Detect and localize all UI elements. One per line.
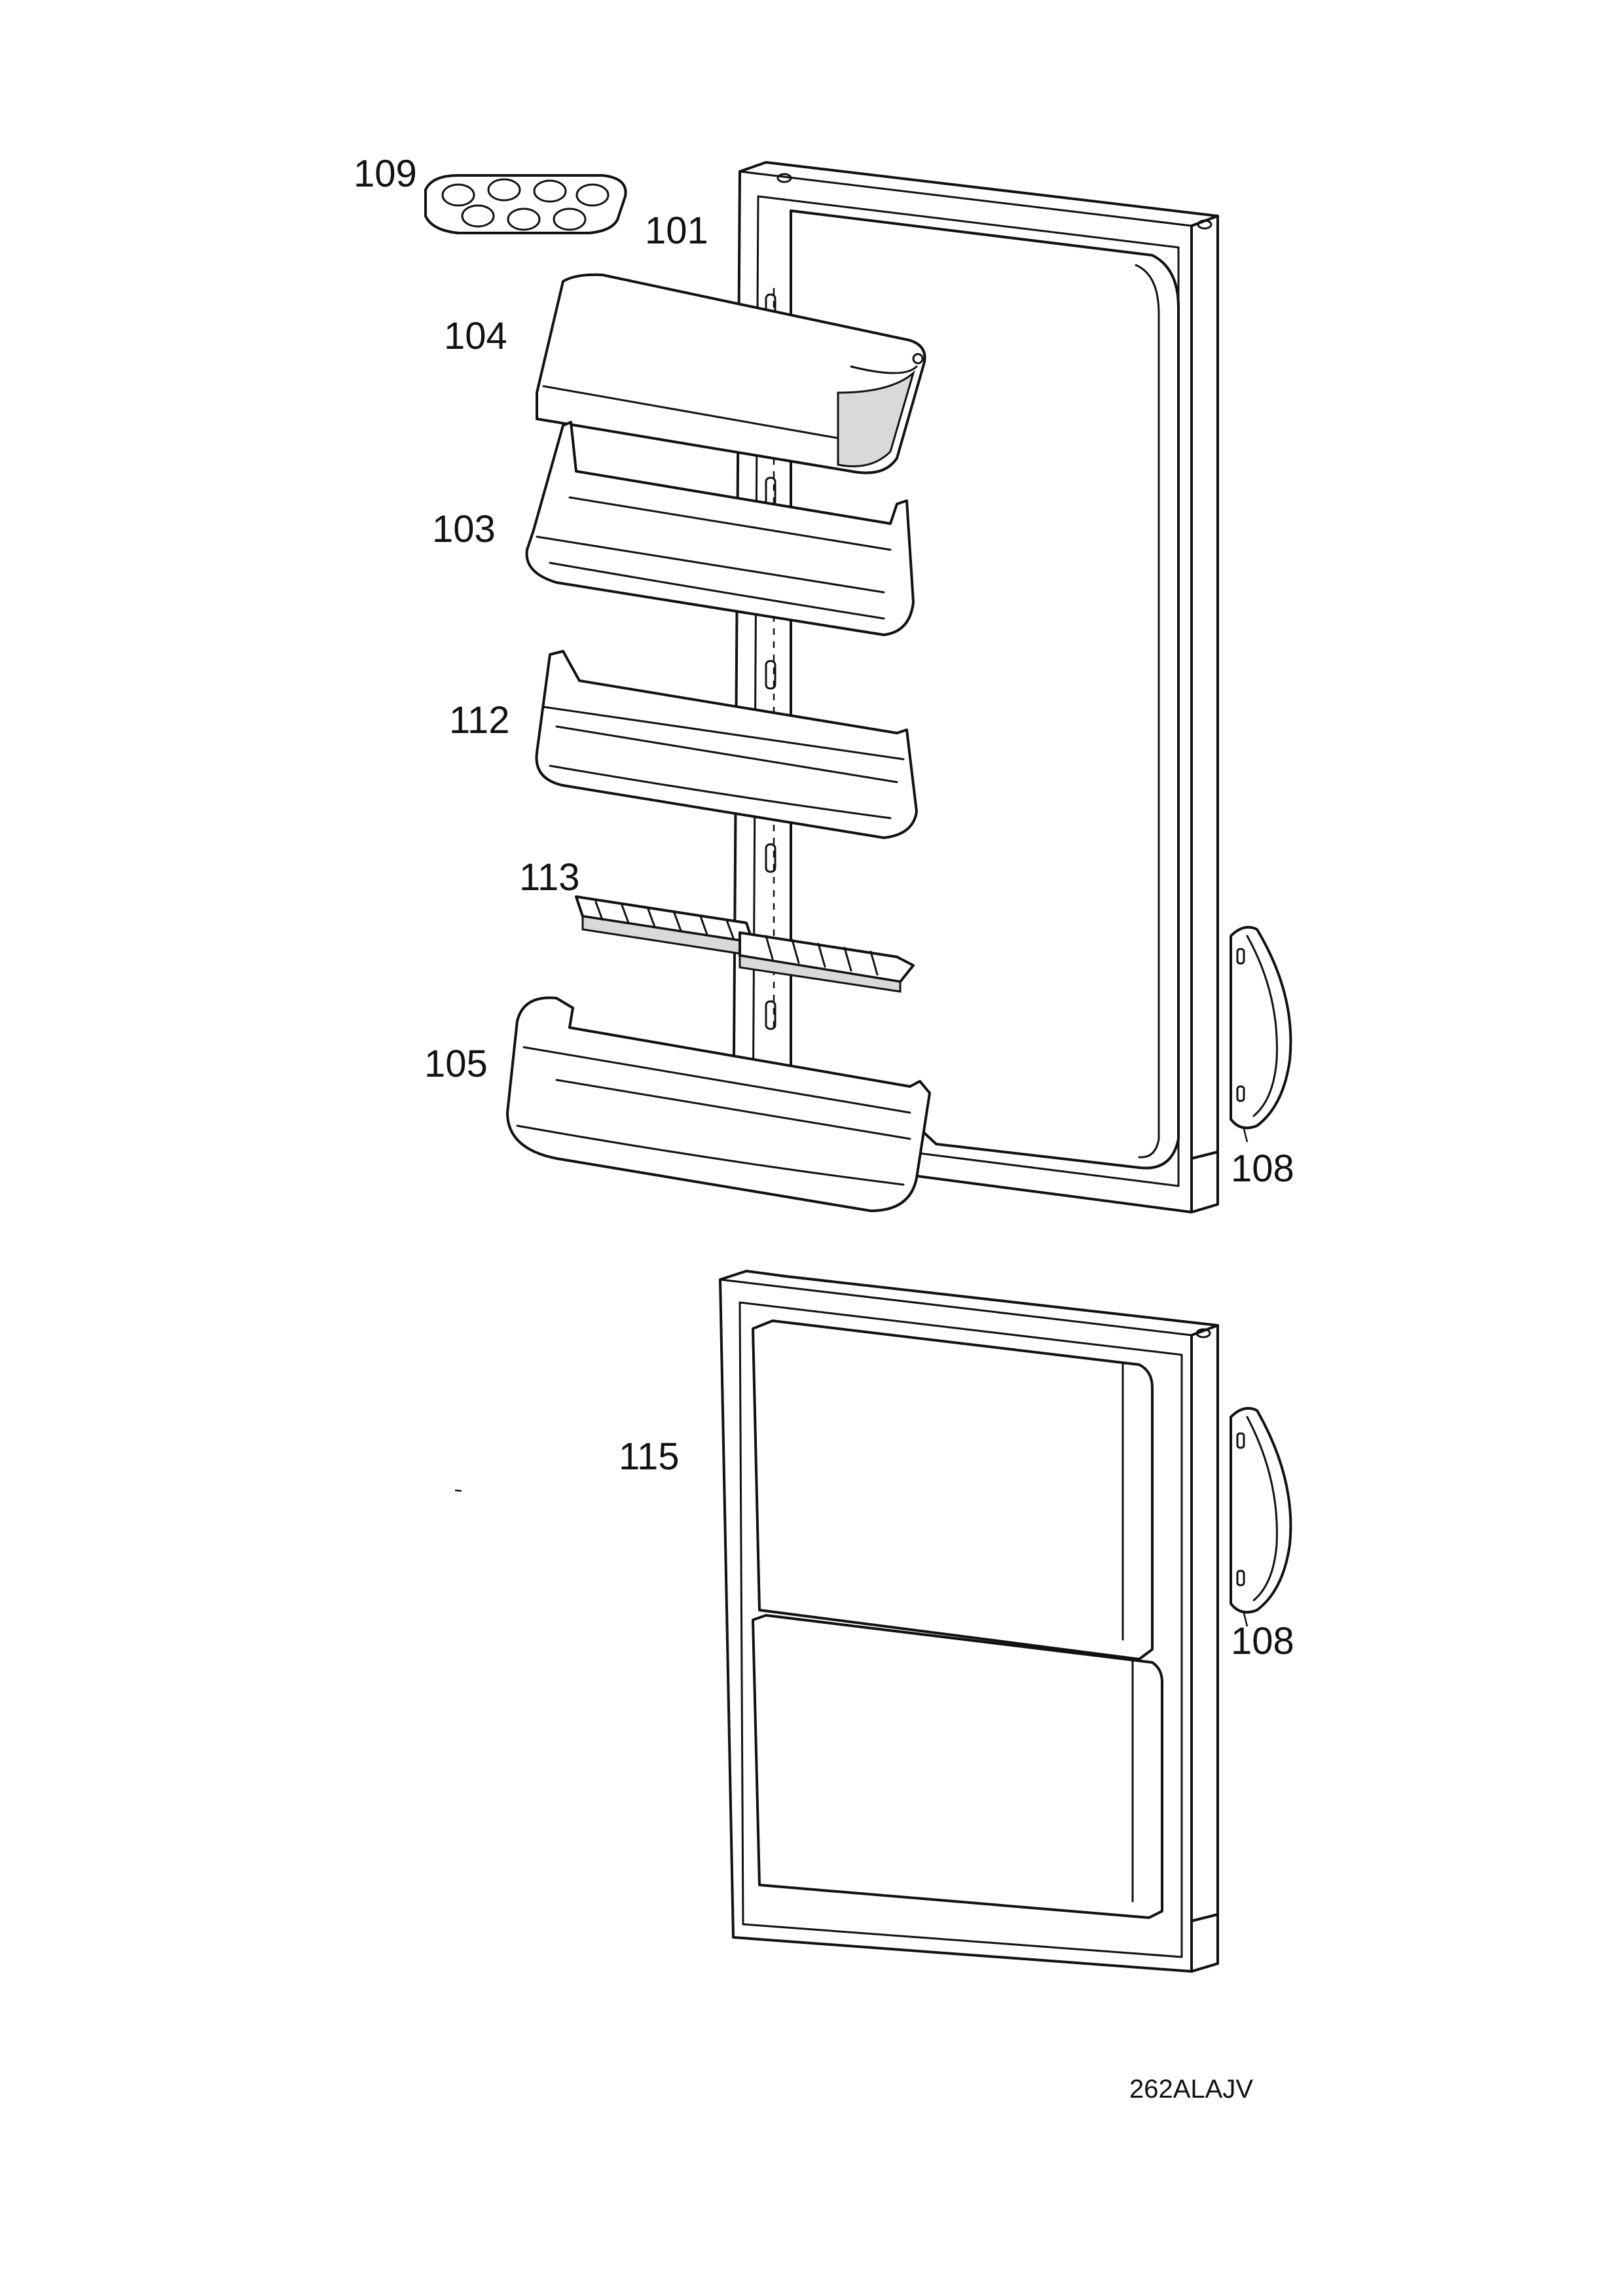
callout-103: 103	[432, 508, 496, 550]
callout-113: 113	[519, 856, 579, 899]
callout-104: 104	[444, 315, 507, 357]
bottle-retainer-113	[575, 895, 915, 993]
lower-door-115	[719, 1270, 1219, 1973]
handle-108-lower	[1230, 1407, 1292, 1627]
stray-mark	[454, 1489, 462, 1492]
handle-108-upper	[1230, 925, 1292, 1143]
door-balcony-105	[506, 996, 931, 1212]
callout-109: 109	[354, 152, 417, 195]
callout-105: 105	[424, 1043, 488, 1085]
door-balcony-112	[535, 650, 918, 839]
drawing-code: 262ALAJV	[1129, 2075, 1253, 2104]
door-balcony-103	[525, 421, 915, 636]
callout-108-upper: 108	[1231, 1147, 1294, 1190]
callout-108-lower: 108	[1231, 1620, 1294, 1662]
callout-115: 115	[619, 1435, 679, 1478]
callout-101: 101	[645, 209, 708, 252]
dairy-compartment-104	[536, 273, 926, 475]
egg-tray-109	[424, 174, 627, 234]
callout-112: 112	[449, 699, 509, 742]
